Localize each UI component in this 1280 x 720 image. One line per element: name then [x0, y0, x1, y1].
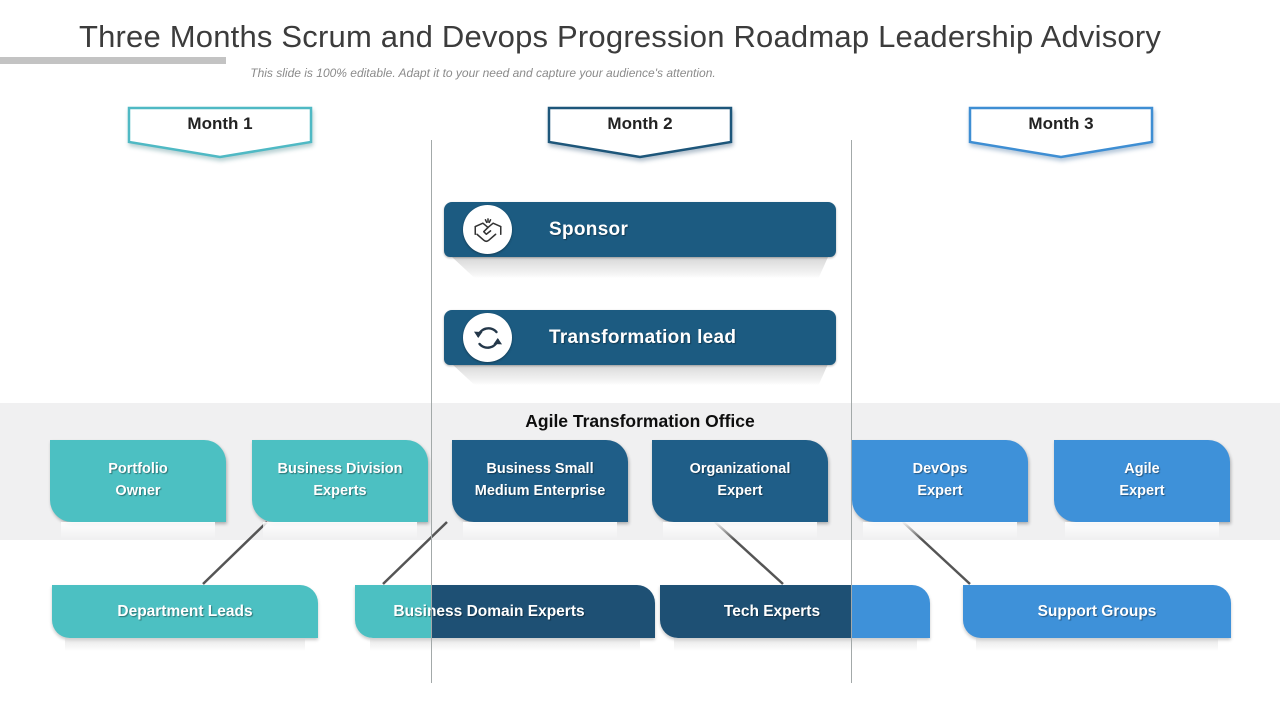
- banner-shape: [127, 106, 313, 159]
- devops-expert-box[interactable]: DevOps Expert: [852, 440, 1028, 539]
- organizational-expert-box[interactable]: Organizational Expert: [652, 440, 828, 539]
- banner-shape: [968, 106, 1154, 159]
- support-groups-label: Support Groups: [1037, 602, 1157, 620]
- month-3-label: Month 3: [1028, 114, 1094, 133]
- business-division-experts-box[interactable]: Business Division Experts: [252, 440, 428, 539]
- sync-icon: [463, 313, 512, 362]
- department-leads-label: Department Leads: [117, 602, 253, 620]
- organizational-expert-label: Organizational Expert: [689, 461, 791, 499]
- tech-experts-label: Tech Experts: [723, 602, 821, 620]
- transformation-lead-bar[interactable]: Transformation lead: [444, 310, 836, 365]
- month-1-label: Month 1: [187, 114, 253, 133]
- month-2-label: Month 2: [607, 114, 673, 133]
- sponsor-label: Sponsor: [549, 219, 629, 240]
- support-groups-box[interactable]: Support Groups: [963, 585, 1231, 651]
- transformation-lead-bar-shadow: [452, 364, 828, 385]
- department-leads-box[interactable]: Department Leads: [52, 585, 318, 651]
- month-1-banner[interactable]: Month 1: [127, 106, 313, 160]
- business-small-medium-enterprise-box[interactable]: Business Small Medium Enterprise: [452, 440, 628, 539]
- business-small-medium-enterprise-label: Business Small Medium Enterprise: [474, 461, 606, 499]
- agile-expert-box[interactable]: Agile Expert: [1054, 440, 1230, 539]
- tech-experts-box[interactable]: Tech Experts: [660, 585, 930, 651]
- transformation-lead-label: Transformation lead: [549, 327, 737, 348]
- business-division-experts-label: Business Division Experts: [277, 461, 403, 499]
- business-domain-experts-box[interactable]: Business Domain Experts: [355, 585, 655, 651]
- handshake-icon: [463, 205, 512, 254]
- devops-expert-label: DevOps Expert: [912, 461, 968, 499]
- month-divider-1: [431, 140, 432, 683]
- agile-expert-label: Agile Expert: [1119, 461, 1165, 499]
- top-accent-bar: [0, 57, 226, 64]
- business-domain-experts-label: Business Domain Experts: [393, 602, 585, 620]
- portfolio-owner-box[interactable]: Portfolio Owner: [50, 440, 226, 539]
- month-divider-2: [851, 140, 852, 683]
- month-2-banner[interactable]: Month 2: [547, 106, 733, 160]
- month-3-banner[interactable]: Month 3: [968, 106, 1154, 160]
- page-title: Three Months Scrum and Devops Progressio…: [78, 19, 1162, 54]
- banner-shape: [547, 106, 733, 159]
- sponsor-bar-shadow: [452, 257, 828, 278]
- sponsor-bar[interactable]: Sponsor: [444, 202, 836, 257]
- office-heading: Agile Transformation Office: [525, 411, 755, 431]
- slide-subtitle: This slide is 100% editable. Adapt it to…: [250, 66, 716, 80]
- portfolio-owner-label: Portfolio Owner: [108, 461, 168, 499]
